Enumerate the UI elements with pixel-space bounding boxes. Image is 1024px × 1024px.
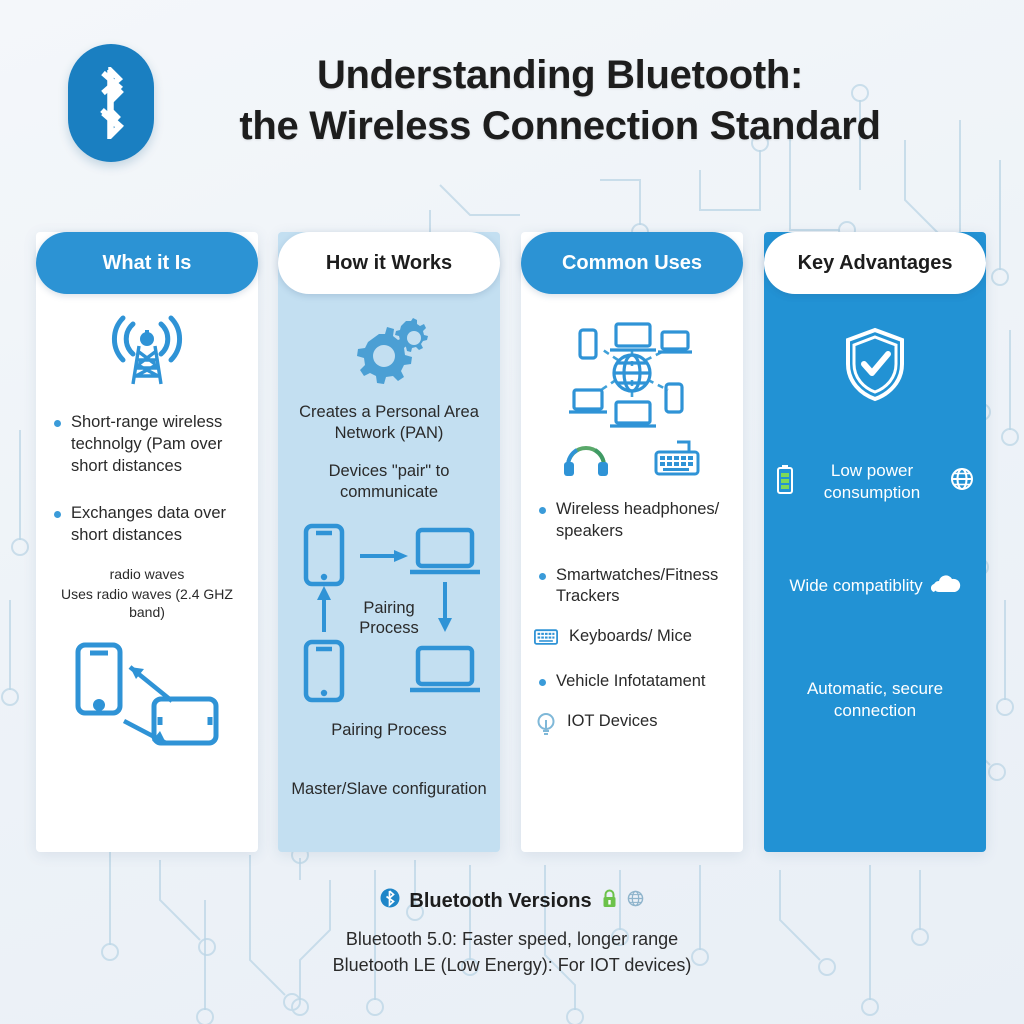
list-item: Keyboards/ Mice	[533, 626, 731, 653]
column-how-it-works: How it Works Creates a Personal Area Net…	[278, 232, 500, 852]
page-title: Understanding Bluetooth: the Wireless Co…	[210, 50, 910, 152]
bullet-dot-icon	[54, 420, 61, 427]
list-item-label: Keyboards/ Mice	[569, 627, 692, 646]
list-item: IOT Devices	[533, 711, 731, 743]
note-frequency-band: Uses radio waves (2.4 GHZ band)	[61, 586, 233, 621]
pairing-process-text: Pairing Process	[331, 720, 447, 739]
advantage-label: Wide compatiblity	[789, 576, 923, 596]
column-body-how-it-works: Creates a Personal Area Network (PAN) De…	[278, 294, 500, 852]
column-body-common-uses: Wireless headphones/ speakers Smartwatch…	[521, 294, 743, 852]
columns-container: What it Is Short-	[0, 232, 1024, 852]
column-header-how-it-works[interactable]: How it Works	[278, 232, 500, 294]
list-item: Short-range wireless technolgy (Pam over…	[48, 412, 246, 477]
title-line-2: the Wireless Connection Standard	[239, 104, 881, 149]
headphones-icon	[563, 440, 609, 481]
column-body-key-advantages: Low power consumption Wide compatiblity	[764, 294, 986, 852]
footer-line-2: Bluetooth LE (Low Energy): For IOT devic…	[332, 955, 692, 976]
master-slave-text: Master/Slave configuration	[291, 780, 487, 799]
advantage-label: Low power consumption	[823, 461, 921, 503]
footer-bluetooth-versions: Bluetooth Versions Bluetooth 5.0: Faster…	[0, 888, 1024, 978]
pairing-process-label: Pairing Process	[359, 598, 419, 638]
list-item-label: Wireless headphones/ speakers	[556, 500, 720, 540]
battery-icon	[776, 464, 794, 500]
bullet-label: Short-range wireless technolgy (Pam over…	[71, 413, 223, 475]
page-header: Understanding Bluetooth: the Wireless Co…	[0, 34, 1024, 174]
column-what-it-is: What it Is Short-	[36, 232, 258, 852]
globe-icon	[950, 467, 974, 497]
how-it-works-line-1: Creates a Personal Area Network (PAN)	[299, 403, 479, 443]
title-line-1: Understanding Bluetooth:	[316, 53, 804, 97]
bluetooth-icon	[380, 888, 400, 914]
list-item-label: IOT Devices	[567, 711, 658, 730]
globe-icon	[627, 890, 644, 913]
column-header-common-uses[interactable]: Common Uses	[521, 232, 743, 294]
list-item-label: Vehicle Infotatament	[556, 671, 706, 690]
note-radio-waves: radio waves	[109, 565, 185, 582]
keyboard-icon	[533, 627, 559, 653]
column-key-advantages: Key Advantages	[764, 232, 986, 852]
how-it-works-line-2: Devices "pair" to communicate	[328, 461, 450, 502]
cloud-icon	[930, 572, 961, 600]
bullet-label: Exchanges data over short distances	[71, 504, 227, 545]
keyboard-icon	[653, 440, 701, 481]
common-uses-list: Wireless headphones/ speakers Smartwatch…	[533, 499, 731, 742]
list-item: Exchanges data over short distances	[48, 503, 246, 547]
lightbulb-icon	[535, 712, 557, 743]
footer-heading: Bluetooth Versions	[0, 888, 1024, 914]
list-item: Smartwatches/Fitness Trackers	[533, 565, 731, 609]
footer-title: Bluetooth Versions	[409, 889, 592, 912]
column-header-what-it-is[interactable]: What it Is	[36, 232, 258, 294]
list-item: Vehicle Infotatament	[533, 671, 731, 693]
list-item: Wireless headphones/ speakers	[533, 499, 731, 543]
lock-icon	[601, 889, 618, 914]
bullet-dot-icon	[539, 572, 546, 580]
gears-icon	[290, 318, 488, 386]
bullet-dot-icon	[54, 511, 61, 519]
pairing-flow-diagram: Pairing Process	[290, 520, 488, 710]
column-body-what-it-is: Short-range wireless technolgy (Pam over…	[36, 294, 258, 852]
device-network-icon	[533, 318, 731, 428]
bluetooth-logo-badge	[68, 44, 154, 162]
column-header-key-advantages[interactable]: Key Advantages	[764, 232, 986, 294]
advantage-label: Automatic, secure connection	[806, 679, 944, 721]
advantage-automatic-secure: Automatic, secure connection	[776, 678, 974, 722]
what-it-is-bullets: Short-range wireless technolgy (Pam over…	[48, 412, 246, 547]
advantage-low-power: Low power consumption	[776, 460, 974, 504]
shield-check-icon	[776, 326, 974, 402]
column-common-uses: Common Uses	[521, 232, 743, 852]
bullet-dot-icon	[539, 678, 546, 686]
bullet-dot-icon	[539, 507, 546, 514]
phone-tablet-exchange-icon	[48, 639, 246, 749]
antenna-tower-icon	[48, 312, 246, 390]
footer-line-1: Bluetooth 5.0: Faster speed, longer rang…	[345, 929, 679, 949]
list-item-label: Smartwatches/Fitness Trackers	[556, 565, 719, 606]
advantage-wide-compatibility: Wide compatiblity	[776, 572, 974, 600]
